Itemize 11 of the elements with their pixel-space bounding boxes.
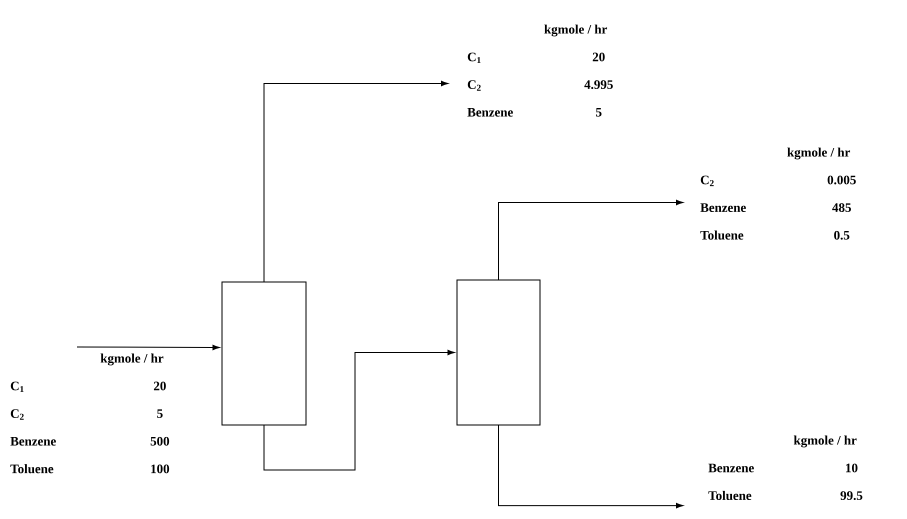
stream-table: kgmole / hr C$_{1}$ 20 C$_{2}$ 5 Benzene 500 Toluene 100 <box>10 354 170 474</box>
column-box <box>222 282 306 426</box>
column-box <box>456 280 540 426</box>
stream-table: kgmole / hr Benzene 10 Toluene 99.5 <box>708 436 862 500</box>
arrow <box>264 80 448 282</box>
arrow <box>498 425 684 508</box>
arrow <box>498 200 684 280</box>
arrow <box>76 344 220 350</box>
stream-table: kgmole / hr C$_{2}$ 0.005 Benzene 485 Toluene 0.5 <box>700 148 856 240</box>
arrow <box>264 350 455 470</box>
stream-table: kgmole / hr C$_{1}$ 20 C$_{2}$ 4.995 Benzene 5 <box>467 24 613 117</box>
